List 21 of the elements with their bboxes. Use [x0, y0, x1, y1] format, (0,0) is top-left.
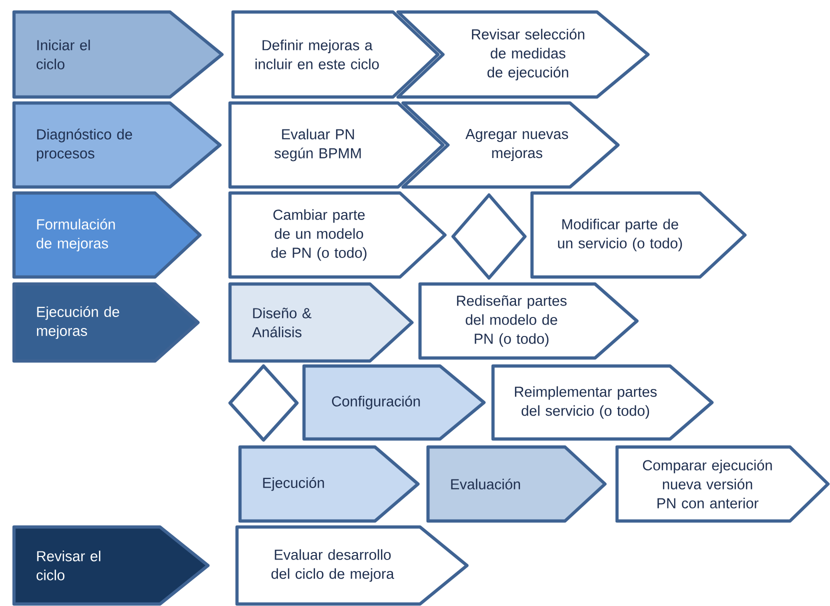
chevron-box: Reimplementar partes del servicio (o todo) [491, 364, 714, 441]
chevron-box: Ejecución de mejoras [12, 282, 200, 363]
chevron-box: Evaluar desarrollo del ciclo de mejora [235, 525, 469, 606]
chevron-box: Diseño & Análisis [228, 282, 414, 363]
chevron-box: Agregar nuevas mejoras [401, 101, 620, 189]
chevron-box: Modificar parte de un servicio (o todo) [530, 191, 747, 279]
chevron-box: Cambiar parte de un modelo de PN (o todo) [228, 191, 447, 279]
chevron-box: Diagnóstico de procesos [12, 101, 222, 189]
chevron-box: Evaluación [426, 445, 607, 523]
chevron-box: Iniciar el ciclo [12, 10, 224, 99]
chevron-box: Ejecución [238, 445, 420, 523]
chevron-box: Comparar ejecución nueva versión PN con anterior [615, 445, 830, 523]
decision-diamond [228, 364, 299, 442]
chevron-box: Configuración [302, 364, 486, 441]
chevron-box: Revisar el ciclo [12, 525, 210, 606]
chevron-box: Evaluar PN según BPMM [228, 101, 445, 189]
chevron-box: Rediseñar partes del modelo de PN (o todo) [418, 282, 639, 360]
decision-diamond [451, 193, 527, 280]
chevron-box: Formulación de mejoras [12, 191, 202, 279]
chevron-box: Definir mejoras a incluir en este ciclo [231, 10, 440, 99]
chevron-box: Revisar selección de medidas de ejecución [396, 10, 650, 99]
